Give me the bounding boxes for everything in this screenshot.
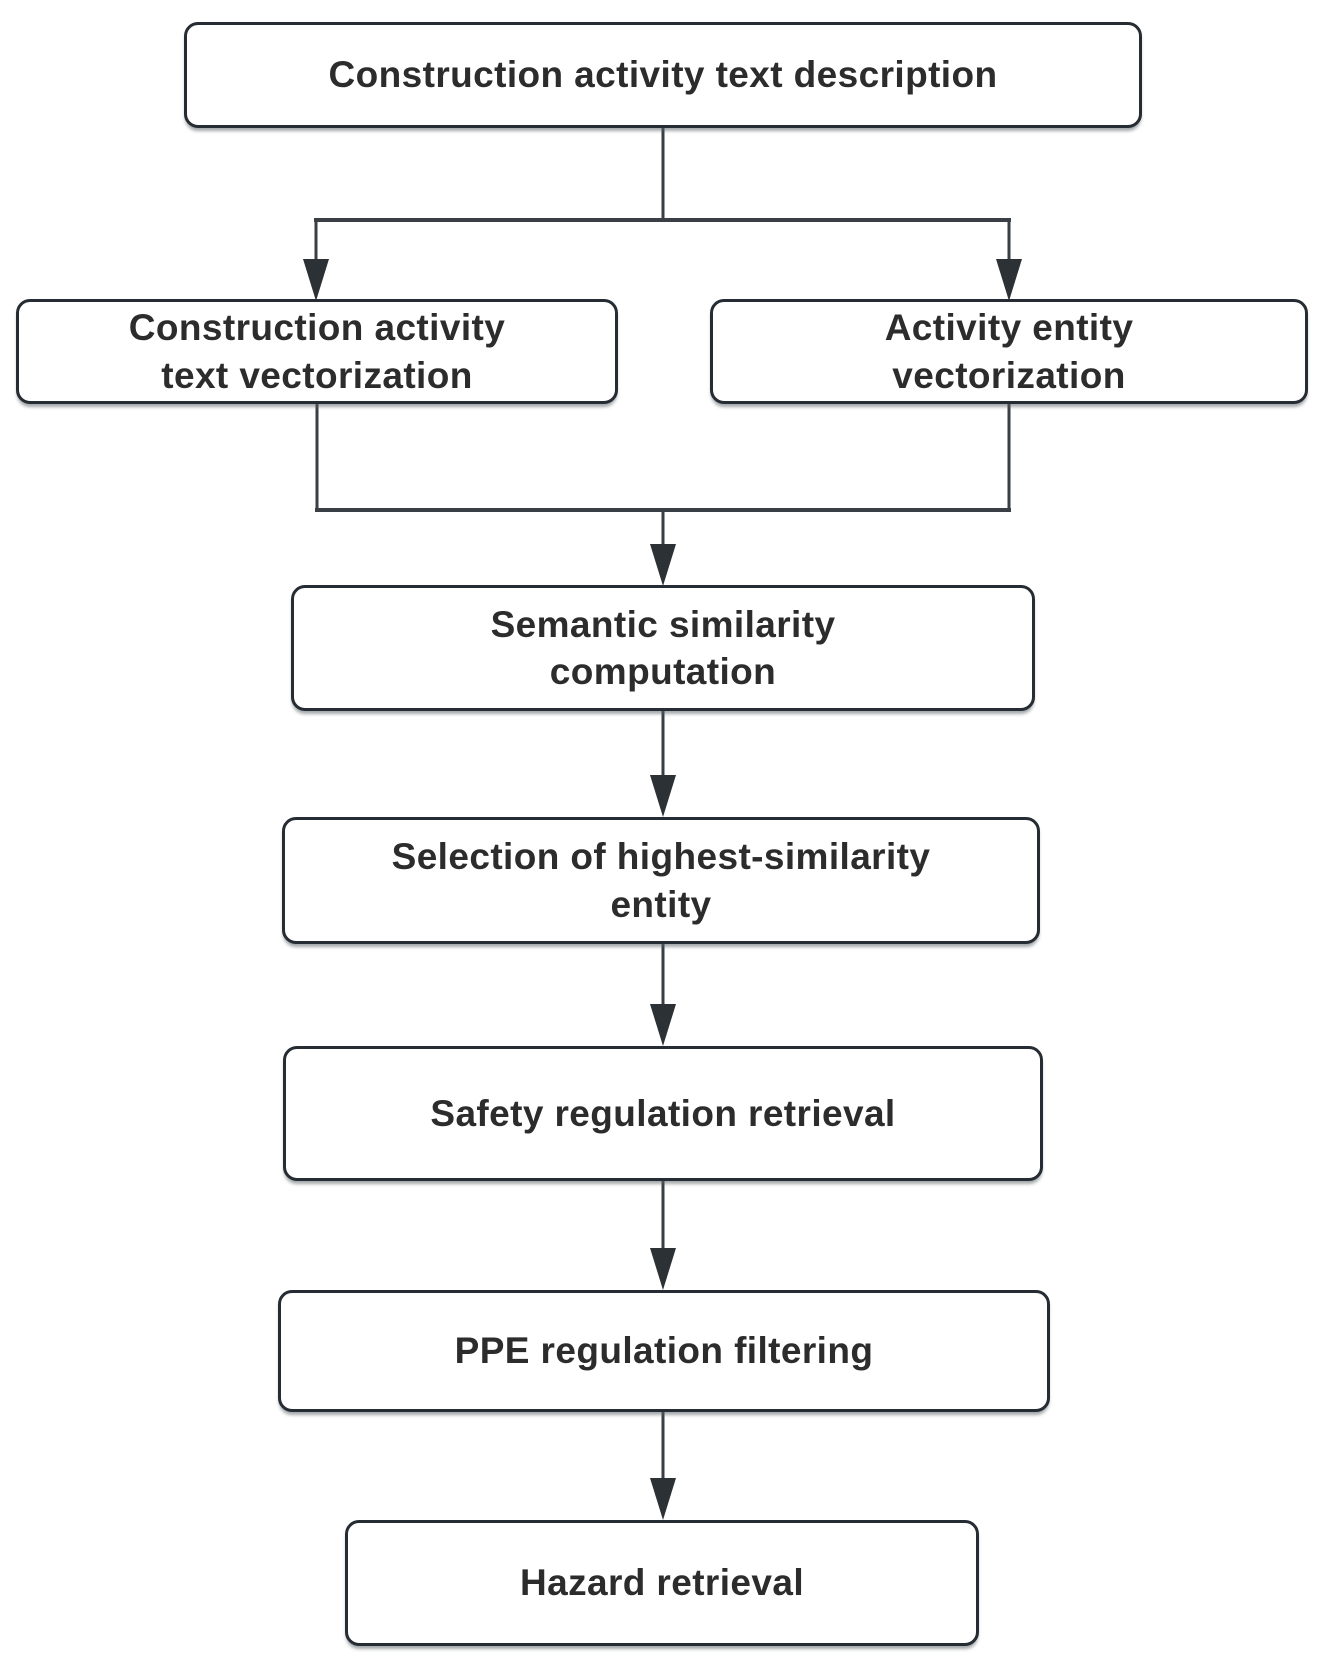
arrowhead-hazard xyxy=(650,1478,676,1520)
arrowhead-ppe xyxy=(650,1248,676,1290)
node-activity-entity-vectorization: Activity entity vectorization xyxy=(710,299,1308,404)
arrowhead-selection xyxy=(650,775,676,817)
arrowhead-right-branch xyxy=(996,259,1022,301)
node-label: Semantic similarity computation xyxy=(490,603,836,692)
node-selection-of-highest-similarity-entity: Selection of highest-similarity entity xyxy=(282,817,1040,944)
node-ppe-regulation-filtering: PPE regulation filtering xyxy=(278,1290,1050,1412)
node-construction-activity-text-vectorization: Construction activity text vectorization xyxy=(16,299,618,404)
node-label: Activity entity vectorization xyxy=(884,307,1134,396)
arrowhead-safety xyxy=(650,1004,676,1046)
node-label: PPE regulation filtering xyxy=(454,1330,874,1372)
node-construction-activity-text-description: Construction activity text description xyxy=(184,22,1142,128)
node-label: Safety regulation retrieval xyxy=(430,1092,896,1134)
node-label: Selection of highest-similarity entity xyxy=(391,836,931,925)
arrowhead-semantic xyxy=(650,544,676,586)
node-label: Hazard retrieval xyxy=(519,1562,805,1604)
node-label: Construction activity text description xyxy=(328,54,998,96)
arrowhead-left-branch xyxy=(303,259,329,301)
node-safety-regulation-retrieval: Safety regulation retrieval xyxy=(283,1046,1043,1181)
node-label: Construction activity text vectorization xyxy=(128,307,506,396)
node-hazard-retrieval: Hazard retrieval xyxy=(345,1520,979,1646)
node-semantic-similarity-computation: Semantic similarity computation xyxy=(291,585,1035,711)
